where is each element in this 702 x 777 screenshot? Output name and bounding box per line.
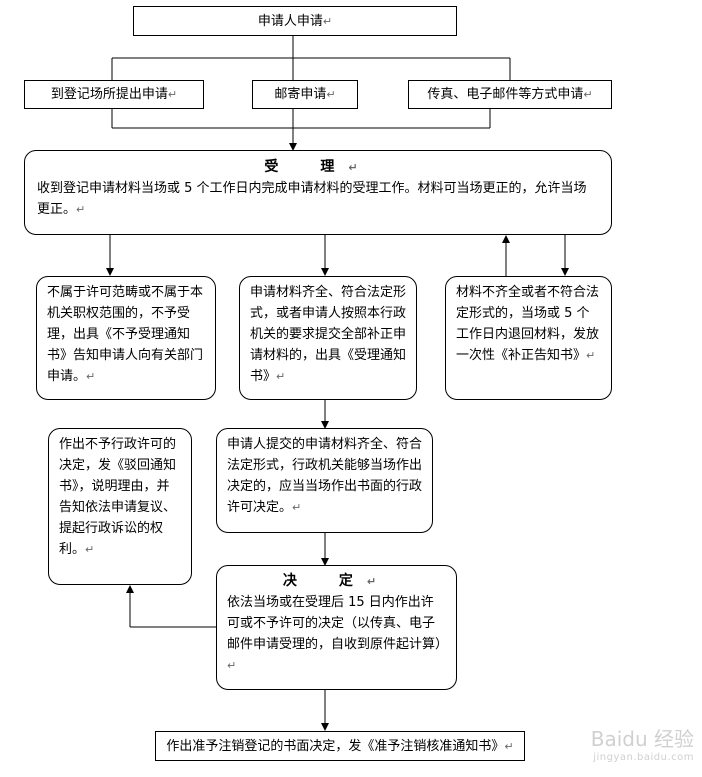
- paragraph-mark: ↵: [167, 88, 178, 101]
- fax-email-box: 传真、电子邮件等方式申请↵: [408, 80, 612, 109]
- paragraph-mark: ↵: [85, 543, 95, 556]
- watermark-brand: Baidu 经验: [590, 727, 694, 751]
- on-site-decision-text: 申请人提交的申请材料齐全、符合法定形式，行政机关能够当场作出决定的，应当当场作出…: [227, 437, 423, 515]
- decide-title-text: 决 定: [282, 573, 367, 589]
- applicant-apply-box: 申请人申请↵: [133, 6, 457, 36]
- watermark-url: jingyan.baidu.com: [593, 752, 694, 763]
- applicant-apply-text: 申请人申请: [257, 13, 323, 29]
- incomplete-materials-box: 材料不齐全或者不符合法定形式的，当场或 5 个工作日内退回材料，发放一次性《补正…: [445, 276, 612, 400]
- paragraph-mark: ↵: [583, 88, 593, 101]
- deny-decision-text: 作出不予行政许可的决定，发《驳回通知书》，说明理由，并告知依法申请复议、提起行政…: [59, 437, 177, 557]
- in-person-text: 到登记场所提出申请: [50, 87, 168, 102]
- baidu-watermark: Baidu 经验 jingyan.baidu.com: [591, 723, 694, 763]
- reject-scope-text: 不属于许可范畴或不属于本机关职权范围的，不予受理，出具《不予受理通知书》告知申请…: [47, 285, 204, 384]
- paragraph-mark: ↵: [326, 88, 336, 101]
- in-person-box: 到登记场所提出申请↵: [24, 80, 204, 109]
- incomplete-materials-text: 材料不齐全或者不符合法定形式的，当场或 5 个工作日内退回材料，发放一次性《补正…: [456, 285, 600, 363]
- paragraph-mark: ↵: [76, 203, 86, 216]
- paragraph-mark: ↵: [276, 370, 286, 383]
- final-text: 作出准予注销登记的书面决定，发《准予注销核准通知书》: [166, 738, 505, 754]
- accept-body: 收到登记申请材料当场或 5 个工作日内完成申请材料的受理工作。材料可当场更正的，…: [37, 178, 599, 220]
- decide-title: 决 定↵: [227, 571, 446, 592]
- accept-box: 受 理↵ 收到登记申请材料当场或 5 个工作日内完成申请材料的受理工作。材料可当…: [24, 150, 612, 235]
- paragraph-mark: ↵: [348, 161, 372, 174]
- paragraph-mark: ↵: [292, 501, 302, 514]
- fax-email-text: 传真、电子邮件等方式申请: [427, 87, 584, 102]
- paragraph-mark: ↵: [586, 349, 596, 362]
- accept-body-text: 收到登记申请材料当场或 5 个工作日内完成申请材料的受理工作。材料可当场更正的，…: [37, 181, 587, 217]
- paragraph-mark: ↵: [504, 739, 514, 753]
- final-box: 作出准予注销登记的书面决定，发《准予注销核准通知书》↵: [155, 731, 525, 761]
- mail-text: 邮寄申请: [274, 87, 327, 102]
- paragraph-mark: ↵: [322, 14, 333, 28]
- reject-scope-box: 不属于许可范畴或不属于本机关职权范围的，不予受理，出具《不予受理通知书》告知申请…: [36, 276, 216, 400]
- decide-box: 决 定↵ 依法当场或在受理后 15 日内作出许可或不予许可的决定（以传真、电子邮…: [216, 565, 457, 690]
- on-site-decision-box: 申请人提交的申请材料齐全、符合法定形式，行政机关能够当场作出决定的，应当当场作出…: [216, 428, 433, 533]
- paragraph-mark: ↵: [366, 575, 391, 588]
- decide-body-text: 依法当场或在受理后 15 日内作出许可或不予许可的决定（以传真、电子邮件申请受理…: [227, 595, 449, 652]
- mail-box: 邮寄申请↵: [252, 80, 358, 109]
- decide-body: 依法当场或在受理后 15 日内作出许可或不予许可的决定（以传真、电子邮件申请受理…: [227, 592, 449, 676]
- accept-title: 受 理↵: [37, 157, 599, 178]
- paragraph-mark: ↵: [86, 370, 96, 383]
- accept-title-text: 受 理: [264, 159, 349, 175]
- complete-materials-text: 申请材料齐全、符合法定形式，或者申请人按照本行政机关的要求提交全部补正申请材料的…: [250, 285, 407, 384]
- complete-materials-box: 申请材料齐全、符合法定形式，或者申请人按照本行政机关的要求提交全部补正申请材料的…: [239, 276, 417, 400]
- deny-decision-box: 作出不予行政许可的决定，发《驳回通知书》，说明理由，并告知依法申请复议、提起行政…: [48, 428, 192, 585]
- paragraph-mark: ↵: [227, 659, 237, 672]
